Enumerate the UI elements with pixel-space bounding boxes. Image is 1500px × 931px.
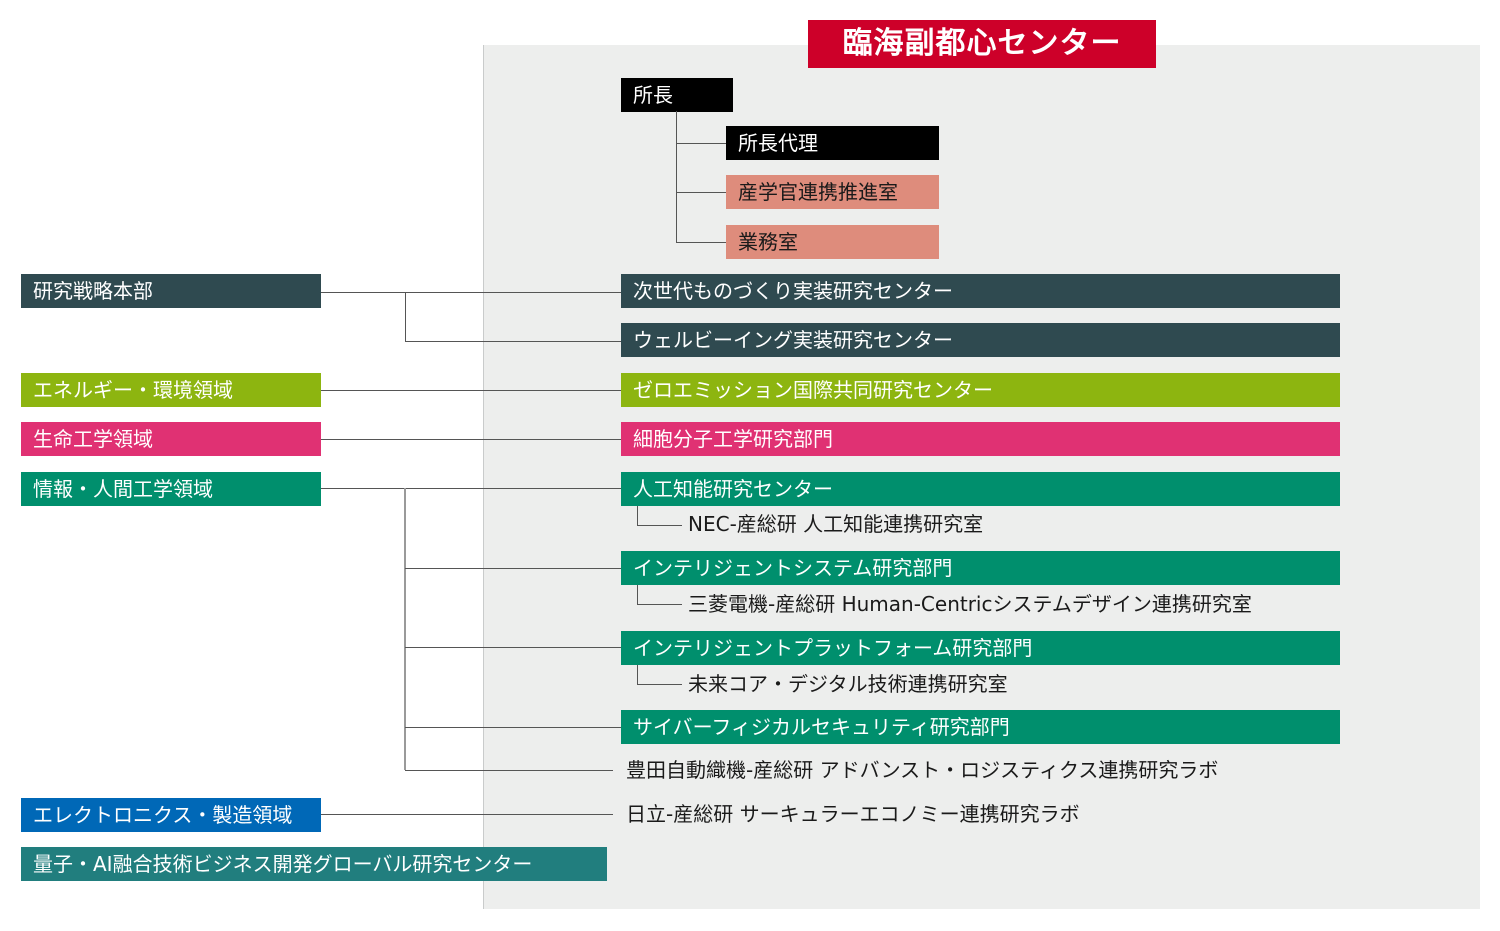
electronics-manufacturing-box: エレクトロニクス・製造領域 <box>21 798 321 832</box>
connector <box>676 111 677 242</box>
connector <box>321 439 621 440</box>
connector <box>405 341 621 342</box>
deputy-director-box: 所長代理 <box>726 126 939 160</box>
toyota-industries-lab-label: 豊田自動織機-産総研 アドバンスト・ロジスティクス連携研究ラボ <box>626 758 1219 782</box>
intelligent-systems-dept-box: インテリジェントシステム研究部門 <box>621 551 1340 585</box>
connector <box>404 488 406 770</box>
connector <box>676 242 726 243</box>
zero-emission-center-box: ゼロエミッション国際共同研究センター <box>621 373 1340 407</box>
cellular-molecular-dept-box: 細胞分子工学研究部門 <box>621 422 1340 456</box>
connector <box>321 390 621 391</box>
industry-collab-office-box: 産学官連携推進室 <box>726 175 939 209</box>
quantum-ai-center-box: 量子・AI融合技術ビジネス開発グローバル研究センター <box>21 847 607 881</box>
hitachi-lab-label: 日立-産総研 サーキュラーエコノミー連携研究ラボ <box>626 802 1080 826</box>
connector <box>637 684 682 685</box>
cyber-physical-security-dept-box: サイバーフィジカルセキュリティ研究部門 <box>621 710 1340 744</box>
connector <box>676 143 726 144</box>
next-gen-manufacturing-center-box: 次世代ものづくり実装研究センター <box>621 274 1340 308</box>
connector <box>405 292 406 341</box>
nec-ai-lab-label: NEC-産総研 人工知能連携研究室 <box>688 512 984 536</box>
intelligent-platforms-dept-box: インテリジェントプラットフォーム研究部門 <box>621 631 1340 665</box>
business-office-box: 業務室 <box>726 225 939 259</box>
connector <box>637 525 682 526</box>
info-human-engineering-box: 情報・人間工学領域 <box>21 472 321 506</box>
connector <box>637 585 638 604</box>
mirai-core-lab-label: 未来コア・デジタル技術連携研究室 <box>688 672 1008 696</box>
life-science-box: 生命工学領域 <box>21 422 321 456</box>
mitsubishi-lab-label: 三菱電機-産総研 Human-Centricシステムデザイン連携研究室 <box>688 592 1252 616</box>
connector <box>405 770 613 771</box>
connector <box>321 814 613 815</box>
connector <box>321 292 621 293</box>
connector <box>405 727 621 728</box>
center-title: 臨海副都心センター <box>808 20 1156 68</box>
connector <box>637 506 638 525</box>
connector <box>405 568 621 569</box>
wellbeing-center-box: ウェルビーイング実装研究センター <box>621 323 1340 357</box>
ai-research-center-box: 人工知能研究センター <box>621 472 1340 506</box>
research-strategy-hq-box: 研究戦略本部 <box>21 274 321 308</box>
connector <box>637 604 682 605</box>
connector <box>637 665 638 684</box>
connector <box>676 192 726 193</box>
director-box: 所長 <box>621 78 733 112</box>
connector <box>321 488 621 489</box>
connector <box>405 647 621 648</box>
energy-environment-box: エネルギー・環境領域 <box>21 373 321 407</box>
